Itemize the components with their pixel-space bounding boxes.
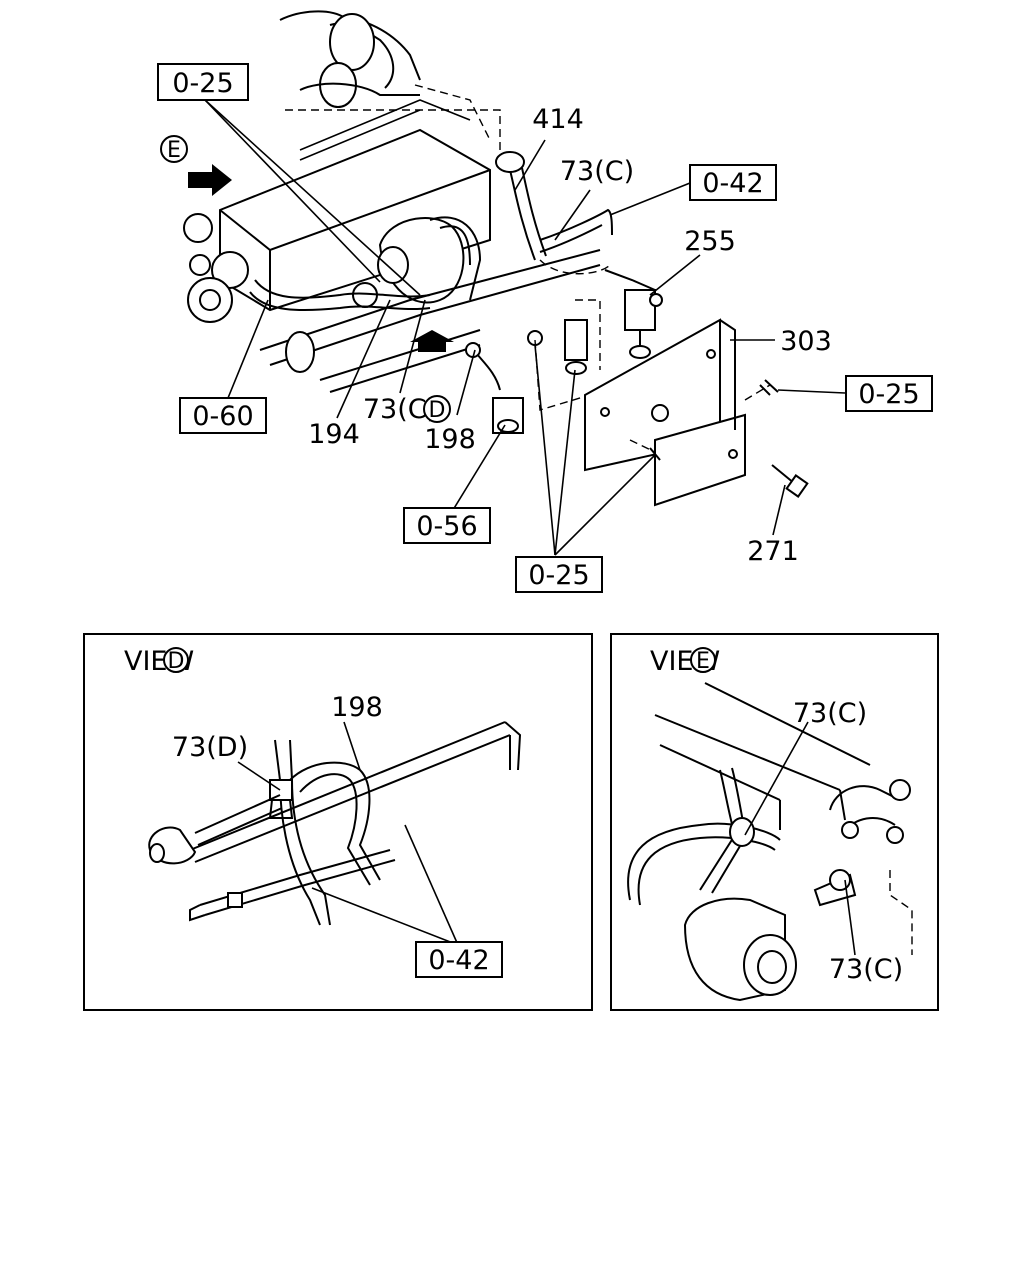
view-d-ref-label: 0-42 bbox=[428, 945, 489, 976]
view-e-arrow-icon bbox=[188, 164, 232, 196]
ref-box-bottom-center bbox=[515, 556, 603, 593]
view-marker-e: E bbox=[167, 138, 181, 163]
leader-lines-main bbox=[204, 99, 846, 556]
ref-label-bottom-left: 0-56 bbox=[416, 511, 477, 542]
view-e-part-73c-bottom: 73(C) bbox=[829, 954, 903, 985]
ref-box-top-right bbox=[689, 164, 777, 201]
ref-box-right bbox=[845, 375, 933, 412]
view-d-arrow-icon bbox=[410, 330, 454, 352]
view-d-part-73d: 73(D) bbox=[172, 732, 248, 763]
ref-label-bottom-center: 0-25 bbox=[528, 560, 589, 591]
ref-label-left: 0-60 bbox=[192, 401, 253, 432]
view-e-panel: VIEW E 73(C) 73(C) bbox=[610, 633, 939, 1011]
part-label-73c-top: 73(C) bbox=[560, 156, 634, 187]
view-d-illustration bbox=[148, 721, 522, 926]
part-label-271: 271 bbox=[747, 536, 799, 567]
view-e-marker-circle bbox=[690, 647, 716, 673]
main-view-labels: 0-25 0-42 0-25 0-60 0-56 0-25 414 73(C) … bbox=[157, 63, 933, 593]
ref-box-bottom-left bbox=[403, 507, 491, 544]
part-label-198: 198 bbox=[424, 424, 476, 455]
view-d-panel: VIEW D 198 73(D) 0-42 bbox=[83, 633, 593, 1011]
view-d-ref-box bbox=[415, 941, 503, 978]
view-e-illustration bbox=[627, 682, 913, 1002]
ref-box-top-left bbox=[157, 63, 249, 101]
view-marker-d-circle bbox=[423, 395, 451, 423]
view-marker-d: D bbox=[429, 398, 446, 423]
view-d-marker-circle bbox=[163, 647, 189, 673]
part-label-303: 303 bbox=[780, 326, 832, 357]
view-e-part-73c-top: 73(C) bbox=[793, 698, 867, 729]
ref-box-left bbox=[179, 397, 267, 434]
ref-label-top-right: 0-42 bbox=[702, 168, 763, 199]
part-label-194: 194 bbox=[308, 419, 360, 450]
part-label-255: 255 bbox=[684, 226, 736, 257]
part-label-414: 414 bbox=[532, 104, 584, 135]
engine-main-illustration bbox=[183, 10, 809, 507]
view-d-part-198: 198 bbox=[331, 692, 383, 723]
view-e-marker: E bbox=[696, 649, 710, 674]
view-marker-e-circle bbox=[160, 135, 188, 163]
ref-label-top-left: 0-25 bbox=[172, 68, 233, 99]
ref-label-right: 0-25 bbox=[858, 379, 919, 410]
view-d-marker: D bbox=[168, 649, 185, 674]
